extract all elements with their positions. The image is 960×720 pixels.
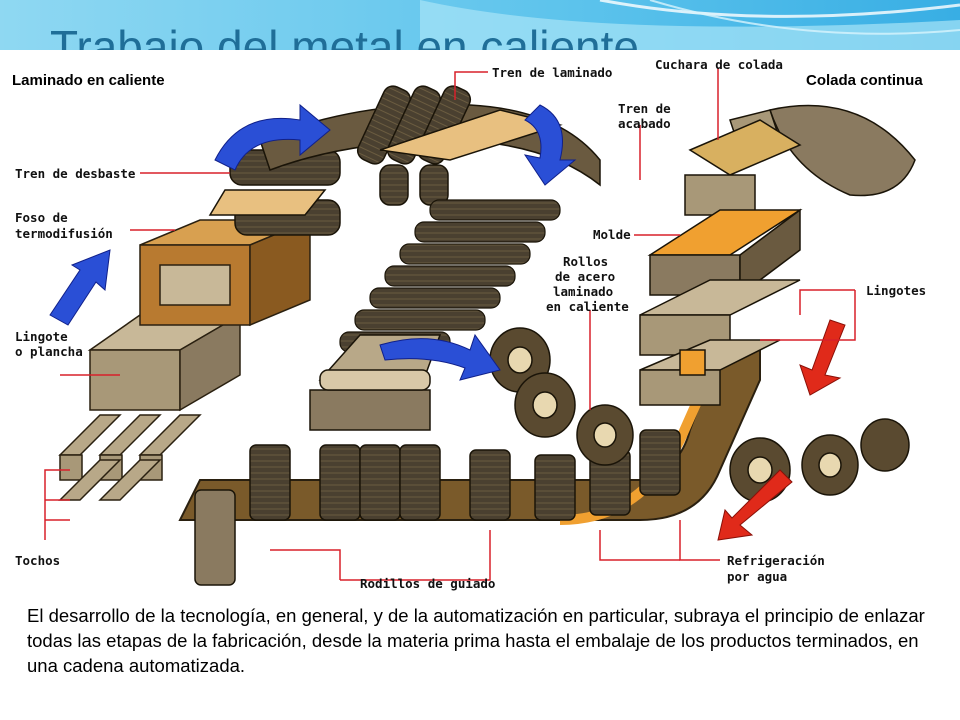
ingot-plate [87, 313, 243, 412]
label-guide-rollers: Rodillos de guiado [360, 576, 495, 591]
arrow-cooling [717, 469, 793, 541]
arrow-to-roughing [214, 103, 331, 171]
arrow-casting-down [799, 319, 846, 396]
label-ingot-plate-2: o plancha [15, 344, 83, 359]
finishing-mill [309, 334, 442, 431]
arrow-to-coils [379, 333, 501, 381]
arrow-to-furnace [49, 249, 111, 326]
label-water-cooling-1: Refrigeración [727, 553, 825, 568]
label-ingot-plate-1: Lingote [15, 329, 68, 344]
steel-coils [489, 327, 910, 503]
flow-arrows-blue [49, 103, 577, 381]
process-diagram: Laminado en caliente Colada continua Tre… [12, 57, 926, 591]
heading-hot-rolling: Laminado en caliente [12, 72, 165, 89]
label-coils-4: en caliente [546, 299, 629, 314]
hot-rolling-illustration: Laminado en caliente Colada continua Tre… [0, 50, 960, 595]
label-soaking-pit-1: Foso de [15, 210, 68, 225]
label-finishing-train-1: Tren de [618, 101, 671, 116]
finishing-conveyor [339, 199, 561, 353]
slide-caption: El desarrollo de la tecnología, en gener… [27, 605, 925, 676]
label-roughing-train: Tren de desbaste [15, 166, 136, 181]
label-billets: Tochos [15, 553, 60, 568]
guide-rollers [194, 429, 681, 586]
continuous-casting [639, 104, 916, 406]
label-coils-1: Rollos [563, 254, 608, 269]
label-finishing-train-2: acabado [618, 116, 671, 131]
flow-arrows-red [717, 319, 846, 541]
label-mould: Molde [593, 227, 631, 242]
roughing-mill [208, 149, 341, 236]
heading-continuous-casting: Colada continua [806, 72, 923, 89]
label-water-cooling-2: por agua [727, 569, 787, 584]
billets [58, 414, 202, 501]
label-soaking-pit-2: termodifusión [15, 226, 113, 241]
label-coils-3: laminado [553, 284, 613, 299]
rolling-train [259, 85, 601, 206]
label-ladle: Cuchara de colada [655, 57, 783, 72]
arrow-to-conveyor [523, 104, 577, 186]
label-rolling-train: Tren de laminado [492, 65, 612, 80]
leader-lines [44, 68, 856, 581]
label-coils-2: de acero [555, 269, 615, 284]
label-ingots: Lingotes [866, 283, 926, 298]
